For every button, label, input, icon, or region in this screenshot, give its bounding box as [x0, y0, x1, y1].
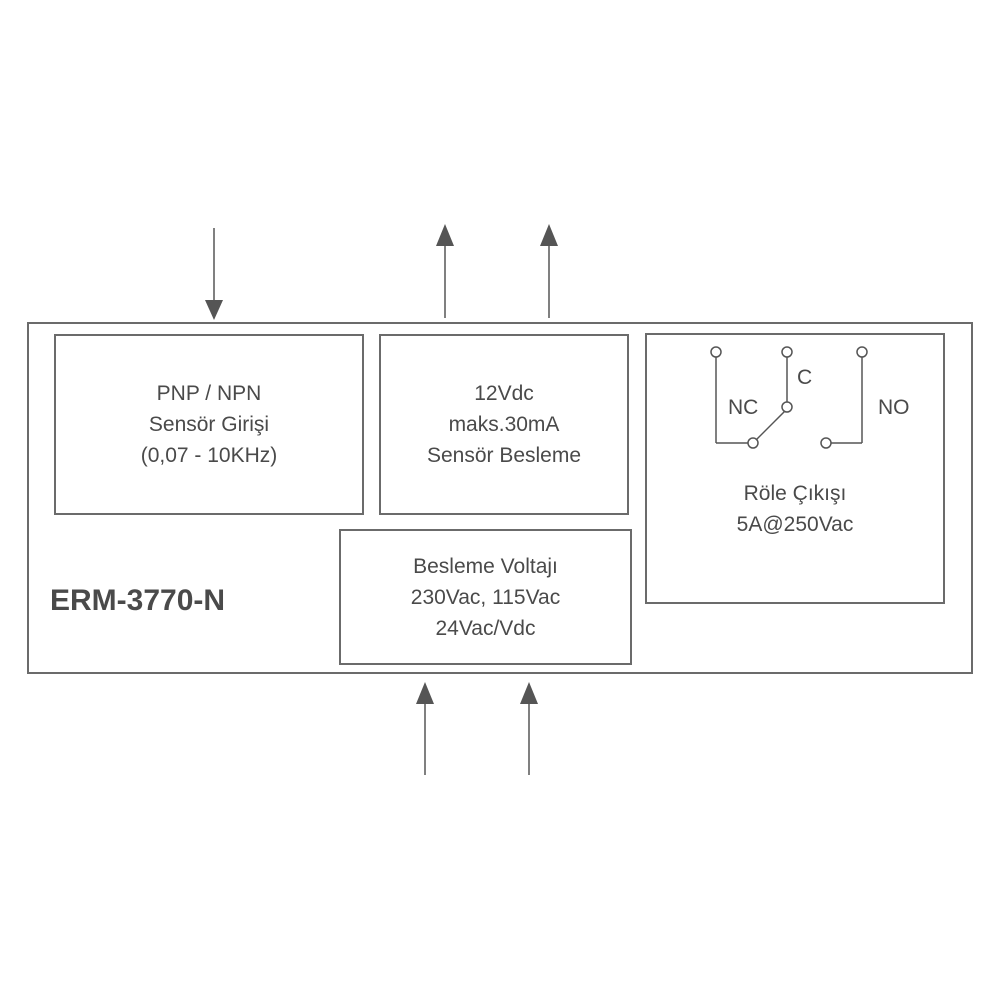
sensor-supply-arrow-2: [540, 224, 558, 318]
relay-schematic: [710, 346, 868, 449]
sensor-input-line-1: PNP / NPN: [156, 382, 262, 405]
supply-voltage-text: Besleme Voltajı 230Vac, 115Vac 24Vac/Vdc: [341, 551, 630, 644]
terminal-no-top: [856, 346, 868, 358]
sensor-input-line-2: Sensör Girişi: [148, 413, 270, 436]
relay-output-box: Röle Çıkışı 5A@250Vac: [645, 333, 945, 604]
relay-output-line-2: 5A@250Vac: [736, 513, 854, 536]
sensor-supply-line-2: maks.30mA: [448, 413, 560, 436]
supply-voltage-arrow-1: [416, 682, 434, 775]
sensor-input-line-3: (0,07 - 10KHz): [140, 444, 278, 467]
sensor-supply-box: 12Vdc maks.30mA Sensör Besleme: [379, 334, 629, 515]
supply-voltage-line-2: 230Vac, 115Vac: [410, 586, 561, 609]
relay-output-line-1: Röle Çıkışı: [743, 482, 847, 505]
supply-voltage-line-1: Besleme Voltajı: [413, 555, 558, 578]
terminal-c-top: [781, 346, 793, 358]
terminal-no-contact: [820, 437, 832, 449]
terminal-c-pivot: [781, 401, 793, 413]
sensor-supply-arrow-1: [436, 224, 454, 318]
terminal-nc-top: [710, 346, 722, 358]
sensor-supply-line-1: 12Vdc: [474, 382, 534, 405]
relay-output-text: Röle Çıkışı 5A@250Vac: [647, 478, 943, 540]
sensor-input-arrow: [205, 228, 223, 320]
supply-voltage-box: Besleme Voltajı 230Vac, 115Vac 24Vac/Vdc: [339, 529, 632, 665]
relay-no-label: NO: [878, 396, 910, 419]
relay-nc-label: NC: [728, 396, 759, 419]
model-label: ERM-3770-N: [50, 584, 226, 617]
sensor-input-box: PNP / NPN Sensör Girişi (0,07 - 10KHz): [54, 334, 364, 515]
supply-voltage-arrow-2: [520, 682, 538, 775]
relay-c-label: C: [797, 366, 813, 389]
terminal-nc-contact: [747, 437, 759, 449]
sensor-supply-line-3: Sensör Besleme: [426, 444, 582, 467]
sensor-input-text: PNP / NPN Sensör Girişi (0,07 - 10KHz): [56, 378, 362, 471]
supply-voltage-line-3: 24Vac/Vdc: [435, 617, 536, 640]
sensor-supply-text: 12Vdc maks.30mA Sensör Besleme: [381, 378, 627, 471]
device-outline: [27, 322, 973, 674]
